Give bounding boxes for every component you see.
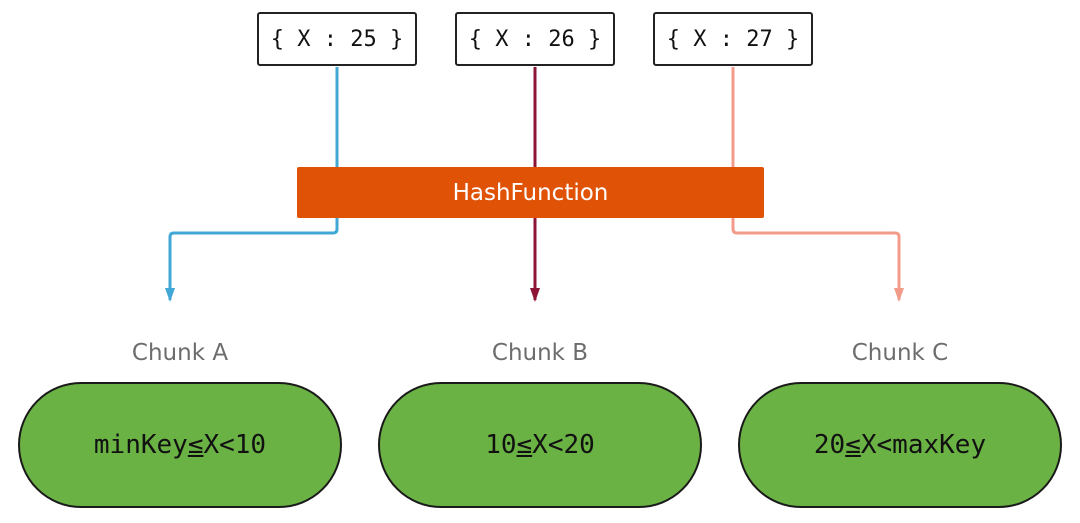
chunk-b-label: Chunk B	[491, 340, 589, 366]
chunk-a-label: Chunk A	[131, 340, 229, 366]
chunk-b-range: 10 ≤ X < 20	[378, 382, 702, 508]
less-equal-symbol: ≤	[516, 430, 533, 460]
range-variable: X	[860, 430, 877, 460]
range-variable: X	[203, 430, 220, 460]
range-lower: minKey	[93, 430, 188, 460]
chunk-a-range: minKey ≤ X < 10	[18, 382, 342, 508]
document-box-26: { X : 26 }	[455, 12, 615, 66]
less-than-symbol: <	[876, 430, 893, 460]
range-lower: 20	[813, 430, 846, 460]
range-upper: 10	[234, 430, 267, 460]
range-variable: X	[532, 430, 548, 460]
chunk-c-label: Chunk C	[851, 340, 949, 366]
range-upper: 20	[563, 430, 595, 460]
output-arrow-chunk-c	[731, 218, 904, 302]
less-equal-symbol: ≤	[187, 430, 204, 460]
range-upper: maxKey	[892, 430, 987, 460]
less-equal-symbol: ≤	[845, 430, 861, 460]
less-than-symbol: <	[219, 430, 235, 460]
less-than-symbol: <	[547, 430, 564, 460]
hash-function-label: HashFunction	[452, 179, 609, 206]
chunk-c-range: 20 ≤ X < maxKey	[738, 382, 1062, 508]
document-box-27: { X : 27 }	[653, 12, 813, 66]
range-lower: 10	[485, 430, 517, 460]
output-arrow-chunk-a	[165, 218, 339, 302]
hash-function-bar: HashFunction	[297, 167, 764, 218]
document-box-25: { X : 25 }	[257, 12, 417, 66]
